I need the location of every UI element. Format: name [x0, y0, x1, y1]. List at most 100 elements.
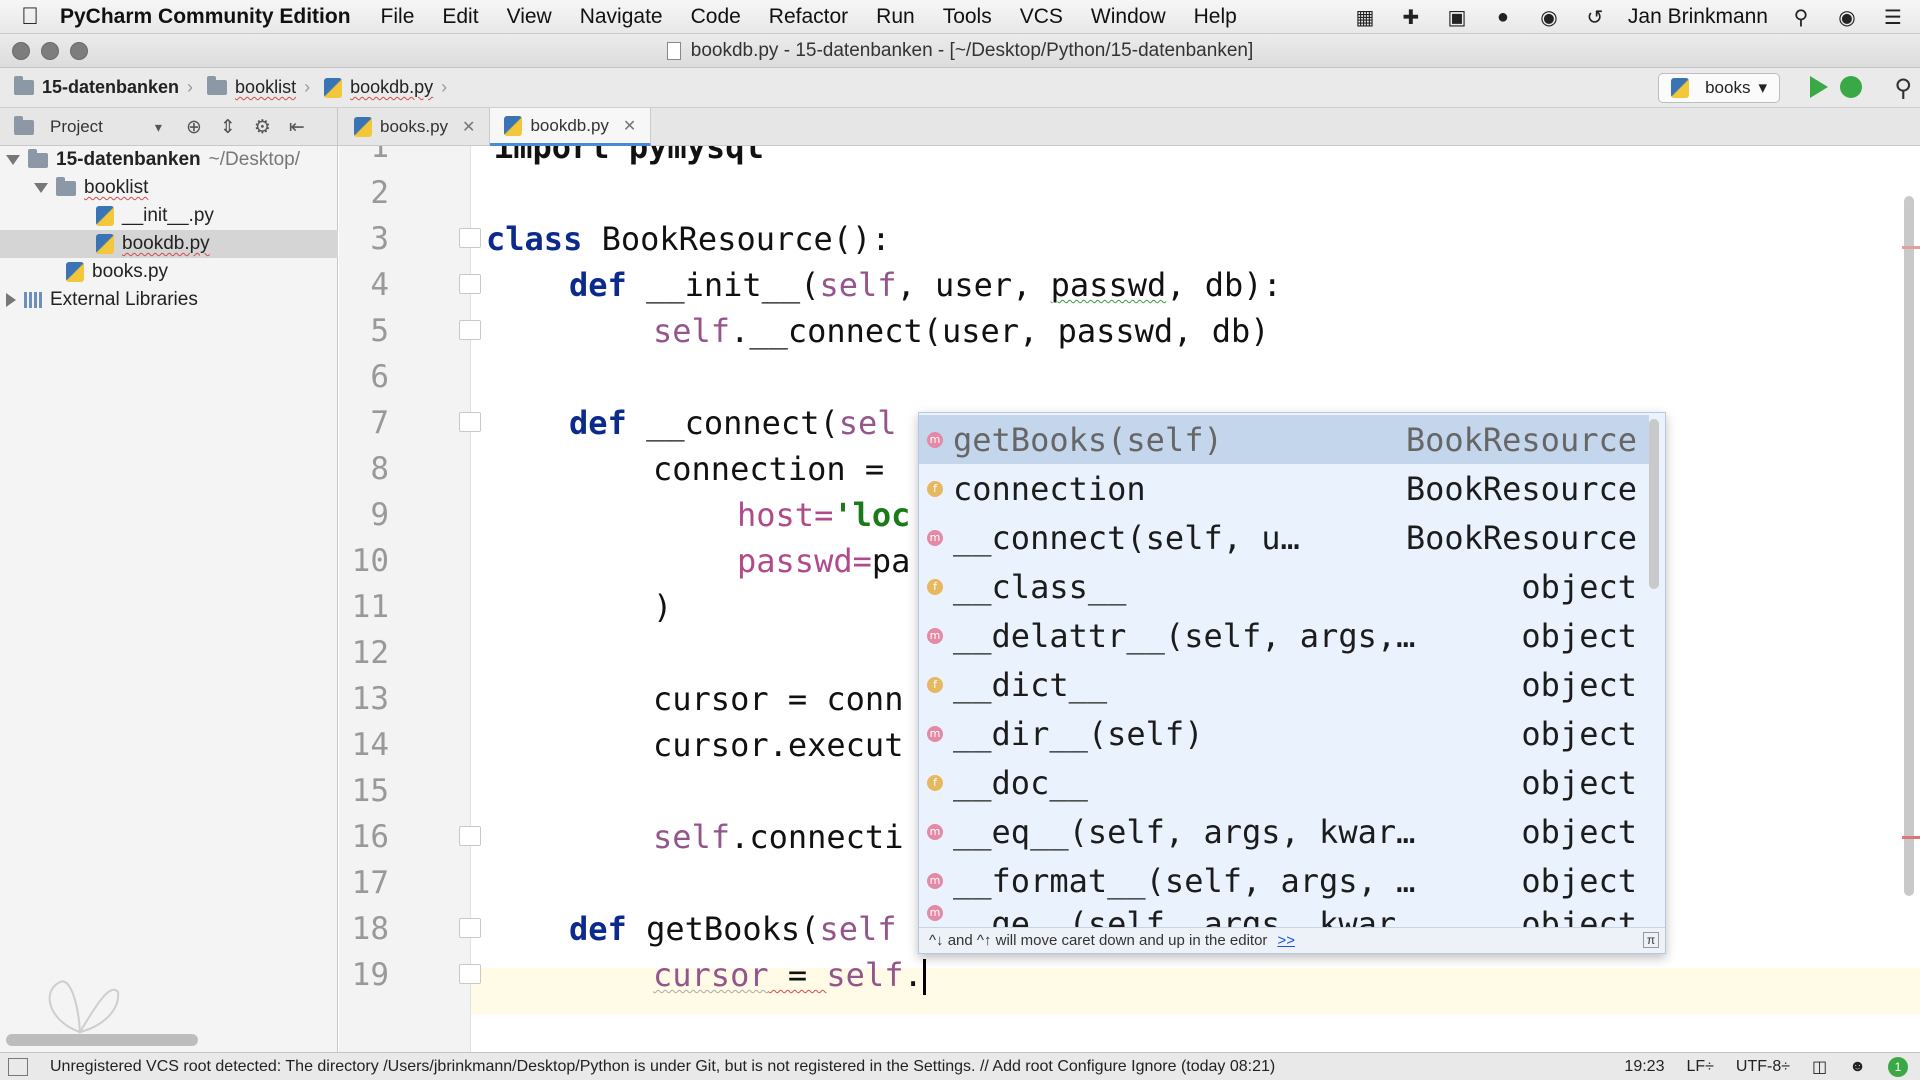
line-separator[interactable]: LF÷: [1686, 1058, 1714, 1075]
fold-marker-icon[interactable]: [459, 964, 481, 984]
debug-button[interactable]: [1840, 76, 1862, 98]
notification-center-icon[interactable]: ☰: [1884, 6, 1902, 29]
tree-item-project-root[interactable]: 15-datenbanken ~/Desktop/: [0, 146, 338, 174]
tree-item-init[interactable]: __init__.py: [0, 202, 338, 230]
run-configuration-select[interactable]: books ▾: [1658, 73, 1780, 103]
fold-marker-icon[interactable]: [459, 412, 481, 432]
camera-icon[interactable]: ▣: [1447, 6, 1467, 29]
chat-icon[interactable]: ◉: [1540, 6, 1558, 29]
menu-code[interactable]: Code: [690, 4, 741, 28]
chevron-down-icon[interactable]: ▾: [154, 118, 162, 135]
completion-item[interactable]: f connection BookResource: [919, 464, 1649, 513]
breadcrumb-project[interactable]: 15-datenbanken ›: [0, 76, 193, 98]
breadcrumb-file[interactable]: bookdb.py ›: [310, 77, 447, 98]
expand-arrow-icon[interactable]: [34, 183, 48, 193]
menu-vcs[interactable]: VCS: [1019, 4, 1063, 28]
menu-file[interactable]: File: [380, 4, 415, 28]
vertical-scrollbar[interactable]: [1904, 196, 1914, 896]
file-encoding[interactable]: UTF-8÷: [1735, 1058, 1791, 1075]
event-log-badge[interactable]: 1: [1888, 1057, 1908, 1077]
screen-recorder-icon[interactable]: ▦: [1355, 6, 1375, 29]
toggle-tool-windows-icon[interactable]: [8, 1057, 28, 1076]
completion-type: BookResource: [1405, 420, 1637, 459]
fold-marker-icon[interactable]: [459, 918, 481, 938]
completion-name: connection: [953, 469, 1146, 508]
code-text: cursor: [653, 956, 769, 994]
scroll-from-source-icon[interactable]: ⊕: [186, 117, 202, 138]
siri-icon[interactable]: ◉: [1838, 6, 1856, 29]
menu-window[interactable]: Window: [1090, 4, 1166, 28]
status-message[interactable]: Unregistered VCS root detected: The dire…: [50, 1057, 1276, 1075]
menu-tools[interactable]: Tools: [942, 4, 992, 28]
completion-type: BookResource: [1405, 469, 1637, 508]
menu-navigate[interactable]: Navigate: [579, 4, 663, 28]
fold-marker-icon[interactable]: [459, 274, 481, 294]
python-file-icon: [96, 206, 114, 226]
line-number: 3: [370, 221, 389, 257]
completion-item[interactable]: m __dir__(self) object: [919, 709, 1649, 758]
user-name[interactable]: Jan Brinkmann: [1627, 5, 1768, 28]
menu-refactor[interactable]: Refactor: [768, 4, 849, 28]
app-menu[interactable]: PyCharm Community Edition: [60, 4, 351, 28]
tab-books-py[interactable]: books.py ✕: [340, 108, 491, 146]
zoom-window-button[interactable]: [70, 42, 88, 60]
inspector-icon[interactable]: ☻: [1849, 1058, 1866, 1075]
expand-arrow-icon[interactable]: [6, 293, 16, 307]
spotlight-search-icon[interactable]: ⚲: [1793, 6, 1809, 29]
completion-item[interactable]: m __format__(self, args, … object: [919, 856, 1649, 905]
menu-run[interactable]: Run: [876, 4, 915, 28]
tab-bookdb-py[interactable]: bookdb.py ✕: [490, 108, 652, 146]
hide-panel-icon[interactable]: ⇤: [288, 117, 305, 138]
close-window-button[interactable]: [12, 42, 30, 60]
tree-item-books[interactable]: books.py: [0, 258, 338, 286]
completion-item[interactable]: f __dict__ object: [919, 660, 1649, 709]
apple-menu-icon[interactable]: : [0, 3, 60, 31]
error-stripe-mark[interactable]: [1902, 836, 1920, 839]
method-icon: m: [927, 905, 943, 921]
fold-marker-icon[interactable]: [459, 228, 481, 248]
menu-help[interactable]: Help: [1193, 4, 1237, 28]
tree-item-external-libraries[interactable]: External Libraries: [0, 286, 338, 314]
caret-position[interactable]: 19:23: [1624, 1058, 1665, 1075]
pi-icon[interactable]: π: [1643, 932, 1659, 948]
completion-hint-link[interactable]: >>: [1277, 932, 1295, 949]
expand-arrow-icon[interactable]: [6, 155, 20, 165]
completion-item[interactable]: f __class__ object: [919, 562, 1649, 611]
collapse-all-icon[interactable]: ⇕: [219, 117, 236, 138]
menu-edit[interactable]: Edit: [442, 4, 479, 28]
completion-item[interactable]: m __delattr__(self, args,… object: [919, 611, 1649, 660]
completion-item[interactable]: m getBooks(self) BookResource: [919, 415, 1649, 464]
menu-view[interactable]: View: [506, 4, 552, 28]
tree-item-bookdb[interactable]: bookdb.py: [0, 230, 338, 258]
plus-icon[interactable]: ✚: [1402, 6, 1420, 29]
completion-item[interactable]: m __eq__(self, args, kwar… object: [919, 807, 1649, 856]
lock-icon[interactable]: ◫: [1812, 1059, 1828, 1076]
completion-scrollbar[interactable]: [1649, 419, 1659, 589]
fold-marker-icon[interactable]: [459, 320, 481, 340]
self-keyword: self: [653, 818, 731, 856]
completion-item[interactable]: m __connect(self, u… BookResource: [919, 513, 1649, 562]
completion-item[interactable]: f __doc__ object: [919, 758, 1649, 807]
tree-item-booklist[interactable]: booklist: [0, 174, 338, 202]
fold-marker-icon[interactable]: [459, 826, 481, 846]
breadcrumb-label: 15-datenbanken: [42, 77, 180, 97]
project-view-select[interactable]: Project: [50, 117, 103, 136]
search-everywhere-icon[interactable]: ⚲: [1894, 75, 1912, 102]
error-stripe-mark[interactable]: [1902, 246, 1920, 249]
close-icon[interactable]: ✕: [462, 119, 476, 136]
gear-icon[interactable]: ⚙: [253, 117, 271, 138]
breadcrumb-booklist[interactable]: booklist ›: [193, 76, 310, 98]
code-line-16: self.connecti: [653, 814, 903, 860]
horizontal-scrollbar[interactable]: [6, 1034, 198, 1046]
python-file-icon: [1671, 78, 1690, 98]
completion-item[interactable]: m __ge__(self, args, kwar… object: [919, 905, 1649, 931]
leaf-icon[interactable]: ●: [1496, 5, 1509, 28]
minimize-window-button[interactable]: [41, 42, 59, 60]
run-button[interactable]: [1810, 76, 1828, 98]
close-icon[interactable]: ✕: [622, 117, 637, 135]
time-machine-icon[interactable]: ↺: [1586, 6, 1604, 29]
code-line-3: class BookResource():: [486, 216, 891, 262]
code-line-5: self.__connect(user, passwd, db): [653, 308, 1270, 354]
line-number: 7: [370, 405, 389, 441]
file-icon: [666, 41, 681, 60]
